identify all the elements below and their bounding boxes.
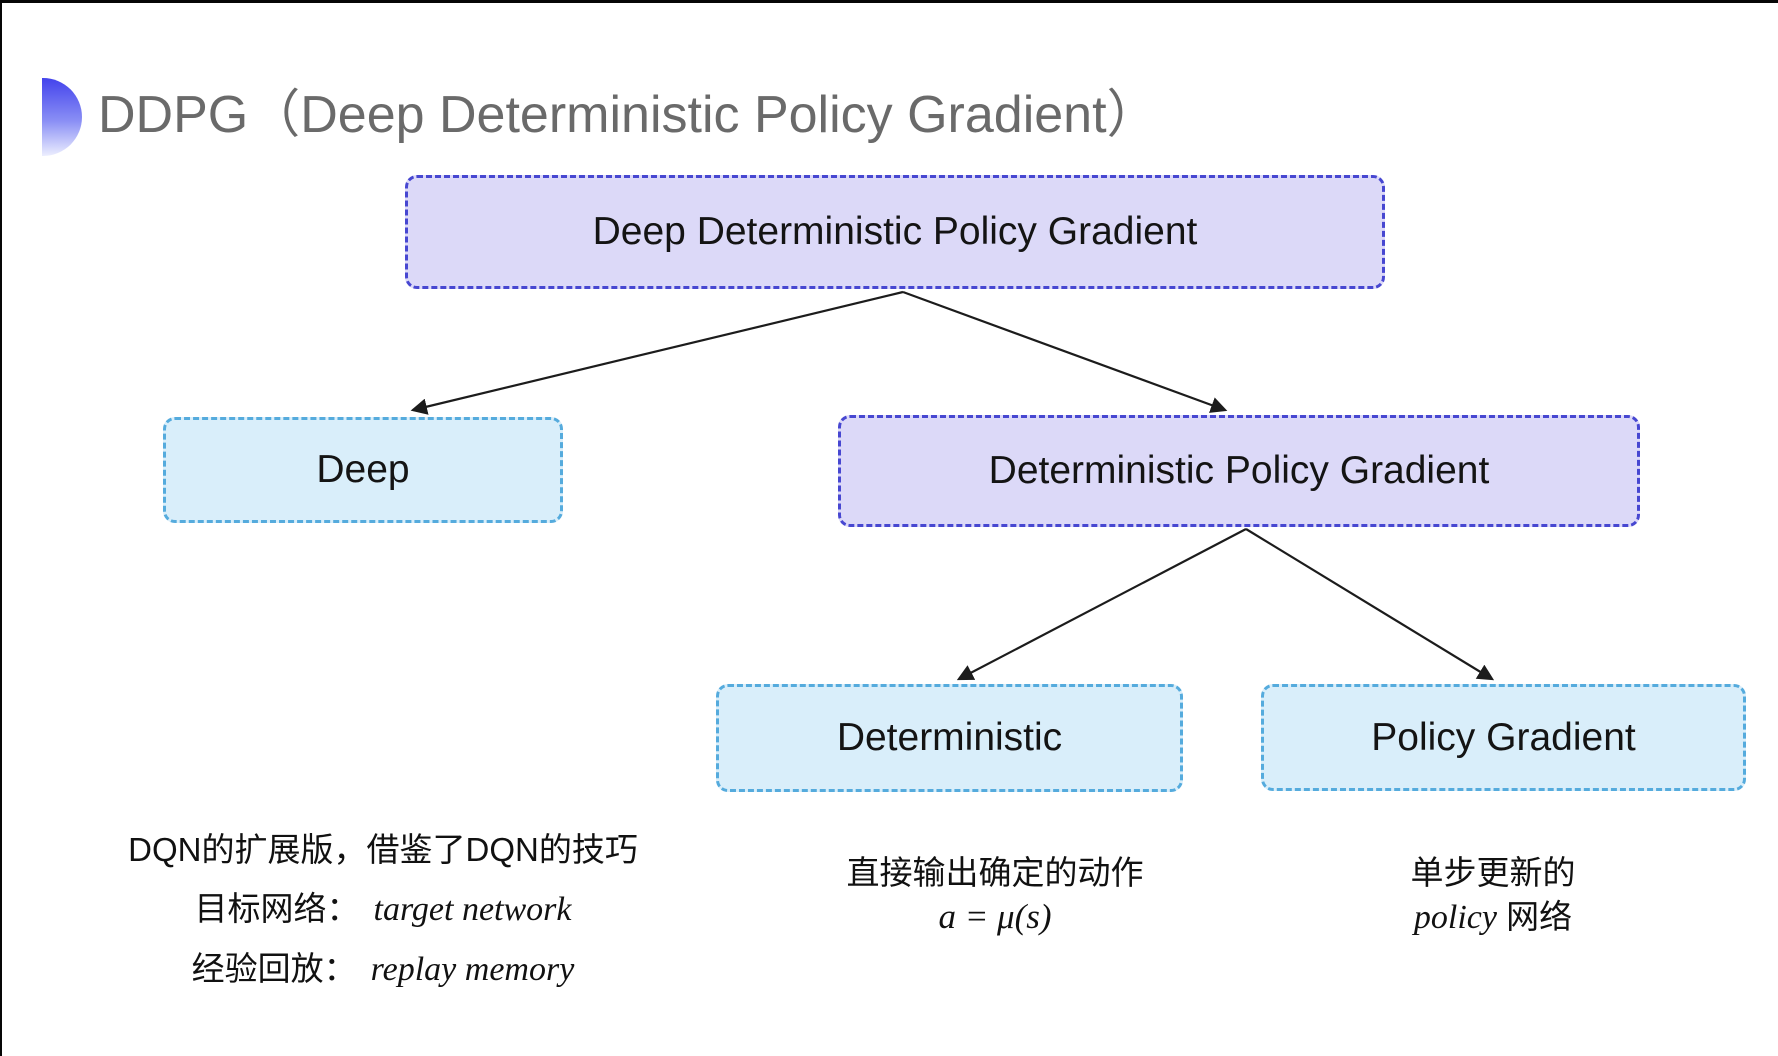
title-bullet-icon [42, 78, 82, 156]
window-left-border [0, 0, 2, 1056]
note-dqn-line3: 经验回放： replay memory [128, 948, 638, 991]
note-policy-gradient-line1: 单步更新的 [1410, 854, 1576, 891]
note-dqn-line1: DQN的扩展版，借鉴了DQN的技巧 [128, 831, 638, 868]
note-policy-gradient: 单步更新的 policy 网络 [1411, 852, 1576, 939]
note-dqn-line2-label: 目标网络： [194, 890, 360, 927]
edge-root-to-dpg [902, 290, 1228, 413]
note-deterministic-line1: 直接输出确定的动作 [846, 854, 1144, 891]
note-deterministic: 直接输出确定的动作 a = μ(s) [847, 852, 1144, 938]
node-root: Deep Deterministic Policy Gradient [405, 175, 1385, 289]
note-dqn-line3-value: replay memory [370, 951, 575, 988]
page-title: DDPG（Deep Deterministic Policy Gradient） [98, 86, 1159, 144]
node-deep: Deep [163, 417, 563, 523]
note-deterministic-formula: a = μ(s) [938, 897, 1052, 936]
note-dqn-line2-value: target network [373, 891, 572, 928]
note-dqn-line3-label: 经验回放： [191, 950, 357, 987]
edge-root-to-deep [410, 290, 904, 415]
note-policy-gradient-line2: policy 网络 [1411, 896, 1576, 939]
edge-dpg-to-deterministic [956, 528, 1247, 681]
node-policy-gradient: Policy Gradient [1261, 684, 1746, 791]
note-dqn-line2: 目标网络： target network [128, 888, 638, 931]
window-top-border [0, 0, 1778, 3]
note-policy-gradient-line2-italic: policy [1413, 899, 1497, 936]
note-dqn: DQN的扩展版，借鉴了DQN的技巧 目标网络： target network 经验… [128, 829, 638, 991]
edge-dpg-to-policy-gradient [1245, 528, 1495, 681]
node-deterministic: Deterministic [716, 684, 1183, 792]
note-policy-gradient-line2-rest: 网络 [1496, 898, 1573, 935]
node-dpg: Deterministic Policy Gradient [838, 415, 1640, 527]
